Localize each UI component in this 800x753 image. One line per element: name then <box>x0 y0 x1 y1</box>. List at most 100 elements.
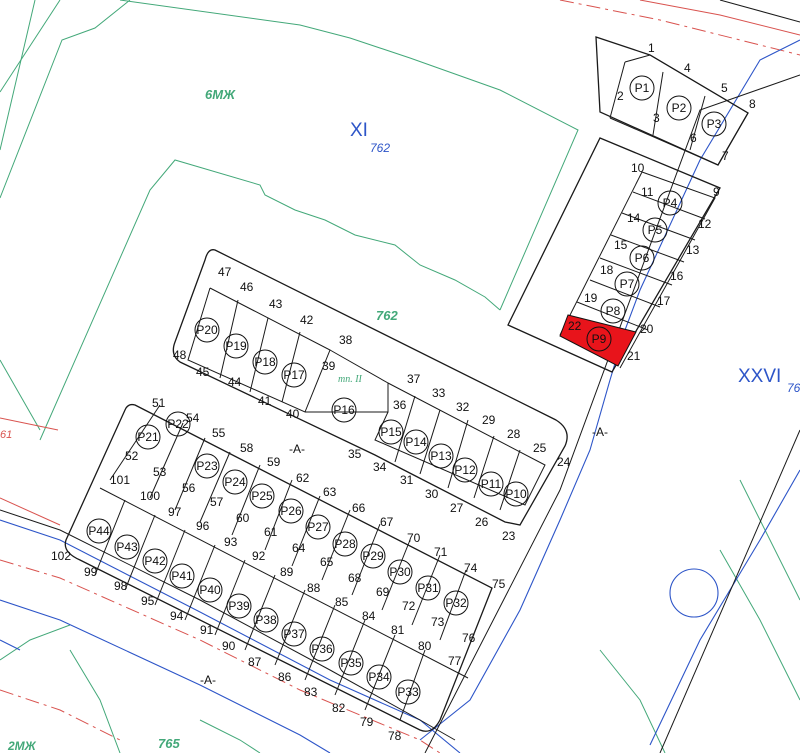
lot-label-p43: P43 <box>116 540 138 554</box>
point-number-83: 83 <box>304 685 318 699</box>
lot-p11[interactable]: P11 <box>478 471 504 497</box>
lot-p34[interactable]: P34 <box>366 664 392 690</box>
point-number-42: 42 <box>300 313 314 327</box>
lot-p31[interactable]: P31 <box>415 575 441 601</box>
lot-p18[interactable]: P18 <box>252 349 278 375</box>
lot-p44[interactable]: P44 <box>86 518 112 544</box>
lot-circle-p23 <box>194 453 220 479</box>
block-label-xxvi: XXVI <box>738 366 781 387</box>
point-number-101: 101 <box>110 473 130 487</box>
lot-label-p2: P2 <box>672 101 687 115</box>
lot-circle-p24 <box>222 469 248 495</box>
lot-circle-p16 <box>331 397 357 423</box>
point-number-69: 69 <box>376 585 390 599</box>
lot-circle-p19 <box>223 333 249 359</box>
lot-p25[interactable]: P25 <box>249 483 275 509</box>
point-number-89: 89 <box>280 565 294 579</box>
point-number-57: 57 <box>210 495 224 509</box>
point-number-43: 43 <box>269 297 283 311</box>
lot-p36[interactable]: P36 <box>309 636 335 662</box>
lot-p21[interactable]: P21 <box>135 424 161 450</box>
lot-circle-p31 <box>415 575 441 601</box>
lot-p28[interactable]: P28 <box>332 531 358 557</box>
lot-label-p5: P5 <box>648 223 663 237</box>
lot-label-p37: P37 <box>283 627 305 641</box>
lot-p23[interactable]: P23 <box>194 453 220 479</box>
point-number-94: 94 <box>170 609 184 623</box>
passage-label-1: -A- <box>289 442 305 456</box>
lot-p35[interactable]: P35 <box>338 650 364 676</box>
point-number-54: 54 <box>186 411 200 425</box>
lot-p29[interactable]: P29 <box>360 543 386 569</box>
lot-p22[interactable]: P22 <box>165 411 191 437</box>
point-number-88: 88 <box>307 581 321 595</box>
lot-label-p3: P3 <box>707 117 722 131</box>
lot-p16[interactable]: P16 <box>331 397 357 423</box>
lot-label-p24: P24 <box>224 475 246 489</box>
lot-p6[interactable]: P6 <box>629 245 655 271</box>
point-number-1: 1 <box>648 41 655 55</box>
lot-circle-p30 <box>387 559 413 585</box>
lot-p12[interactable]: P12 <box>452 457 478 483</box>
point-number-68: 68 <box>348 571 362 585</box>
lot-p15[interactable]: P15 <box>378 419 404 445</box>
lot-p19[interactable]: P19 <box>223 333 249 359</box>
point-number-4: 4 <box>684 61 691 75</box>
lot-p1[interactable]: P1 <box>629 75 655 101</box>
lot-p37[interactable]: P37 <box>281 621 307 647</box>
point-number-76: 76 <box>462 631 476 645</box>
lot-circle-p11 <box>478 471 504 497</box>
lot-p27[interactable]: P27 <box>305 514 331 540</box>
point-number-74: 74 <box>464 561 478 575</box>
lot-p5[interactable]: P5 <box>642 217 668 243</box>
lot-p7[interactable]: P7 <box>614 271 640 297</box>
block-number-xxvi: 76 <box>787 381 800 395</box>
point-number-58: 58 <box>240 441 254 455</box>
lot-p20[interactable]: P20 <box>194 317 220 343</box>
lot-p30[interactable]: P30 <box>387 559 413 585</box>
lot-label-p21: P21 <box>137 430 159 444</box>
lot-p33[interactable]: P33 <box>395 679 421 705</box>
lot-p9[interactable]: P9 <box>586 326 612 352</box>
lot-p10[interactable]: P10 <box>503 481 529 507</box>
lot-label-p35: P35 <box>340 656 362 670</box>
lot-p13[interactable]: P13 <box>428 443 454 469</box>
lot-p3[interactable]: P3 <box>701 111 727 137</box>
lot-circle-p9 <box>586 326 612 352</box>
point-number-18: 18 <box>600 263 614 277</box>
lot-p39[interactable]: P39 <box>226 593 252 619</box>
lot-p43[interactable]: P43 <box>114 534 140 560</box>
point-number-20: 20 <box>640 322 654 336</box>
point-number-71: 71 <box>434 545 448 559</box>
lot-p32[interactable]: P32 <box>443 590 469 616</box>
lot-circle-p37 <box>281 621 307 647</box>
lot-label-p41: P41 <box>171 569 193 583</box>
lot-p42[interactable]: P42 <box>142 548 168 574</box>
point-number-13: 13 <box>686 243 700 257</box>
lot-circle-p8 <box>600 298 626 324</box>
point-number-24: 24 <box>557 455 571 469</box>
lot-p26[interactable]: P26 <box>278 498 304 524</box>
lot-label-p22: P22 <box>167 417 189 431</box>
lot-p17[interactable]: P17 <box>281 362 307 388</box>
area-label-762: 762 <box>376 308 398 323</box>
lot-p4[interactable]: P4 <box>657 190 683 216</box>
lot-p8[interactable]: P8 <box>600 298 626 324</box>
lot-p38[interactable]: P38 <box>253 607 279 633</box>
point-number-39: 39 <box>322 359 336 373</box>
lot-p14[interactable]: P14 <box>403 429 429 455</box>
lot-p24[interactable]: P24 <box>222 469 248 495</box>
lot-circle-p15 <box>378 419 404 445</box>
point-number-40: 40 <box>286 407 300 421</box>
group-east <box>507 137 721 373</box>
point-number-11: 11 <box>641 185 654 199</box>
lot-p2[interactable]: P2 <box>666 95 692 121</box>
lot-p40[interactable]: P40 <box>197 577 223 603</box>
lot-p41[interactable]: P41 <box>169 563 195 589</box>
lot-circle-p4 <box>657 190 683 216</box>
point-number-75: 75 <box>492 577 506 591</box>
lot-label-p39: P39 <box>228 599 250 613</box>
point-number-65: 65 <box>320 555 334 569</box>
